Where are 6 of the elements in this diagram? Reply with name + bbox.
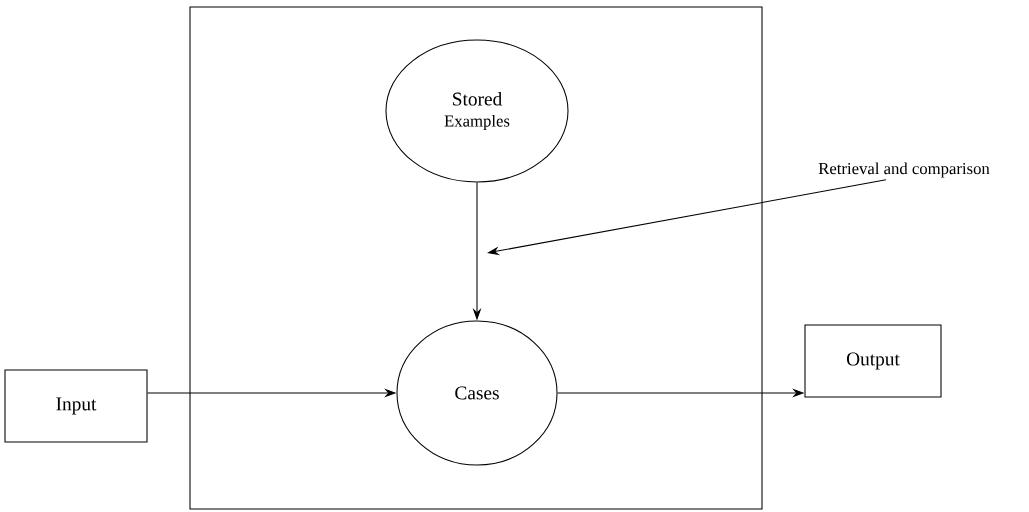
process-box: Input [4, 369, 148, 443]
ellipse-node: Cases [396, 320, 558, 466]
ellipse-node: Stored Examples [385, 39, 569, 183]
process-box: Output [804, 324, 942, 398]
annotation-text: Retrieval and comparison [818, 162, 990, 178]
frame-box [189, 6, 763, 510]
